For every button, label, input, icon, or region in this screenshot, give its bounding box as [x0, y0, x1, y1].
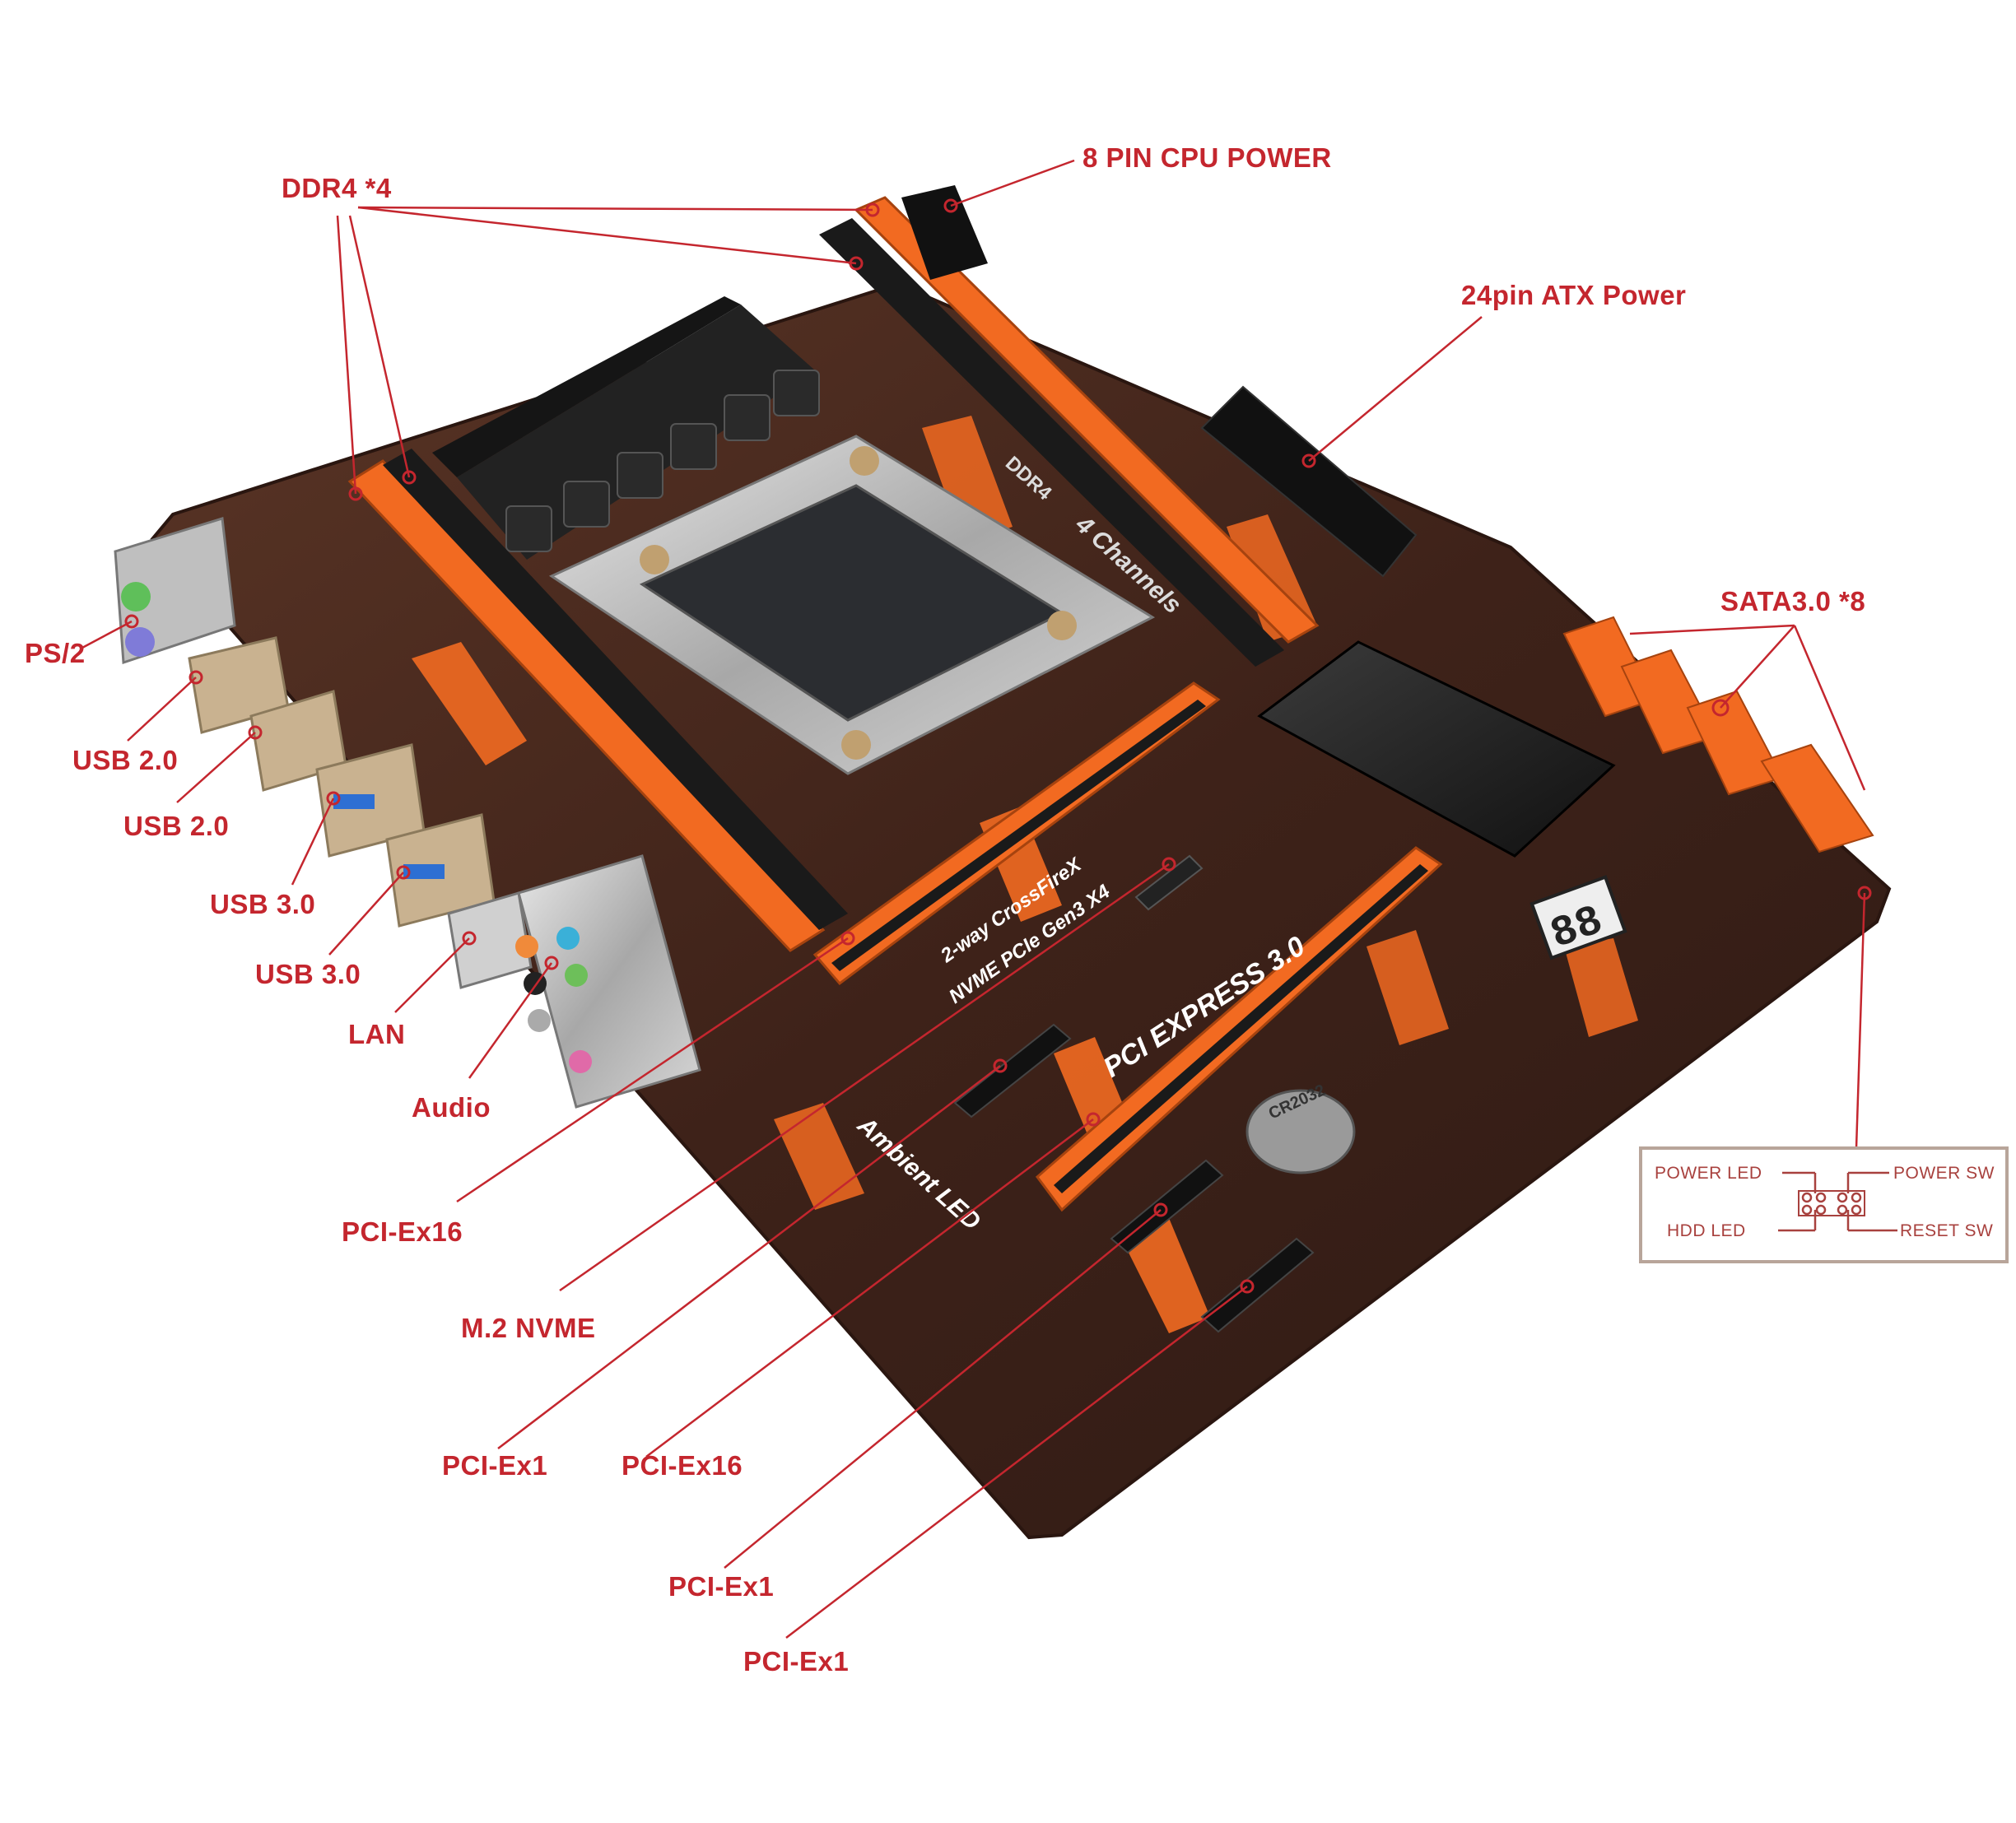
pin-label-power-sw: POWER SW	[1893, 1164, 1995, 1183]
chipset-heatsink	[1257, 640, 1616, 858]
label-pcie1-a: PCI-Ex1	[442, 1450, 548, 1481]
pcie-x16-slot-1	[812, 681, 1221, 986]
label-usb20-b: USB 2.0	[123, 811, 230, 841]
label-pcie16-b: PCI-Ex16	[622, 1450, 743, 1481]
callout-lines	[81, 159, 1866, 1639]
label-usb20-a: USB 2.0	[72, 745, 179, 775]
pin-label-power-led: POWER LED	[1655, 1164, 1762, 1183]
label-cpu-power: 8 PIN CPU POWER	[1082, 142, 1332, 173]
debug-display	[1529, 875, 1627, 960]
sata-ports	[1562, 616, 1874, 853]
vrm-chokes	[505, 370, 820, 552]
ddr4-slots-left	[347, 449, 848, 952]
pin-label-reset-sw: RESET SW	[1900, 1221, 1993, 1240]
label-pcie1-c: PCI-Ex1	[743, 1646, 850, 1677]
pin-label-hdd-led: HDD LED	[1667, 1221, 1746, 1240]
ddr4-slots-right	[819, 196, 1320, 667]
atx-power-connector	[1200, 385, 1418, 578]
pcie-x16-slot-2	[1035, 846, 1443, 1212]
cmos-battery	[1245, 1089, 1356, 1174]
rear-io	[114, 517, 701, 1109]
label-ddr4: DDR4 *4	[282, 173, 392, 203]
callout-dots	[124, 198, 1872, 1294]
label-pcie16-a: PCI-Ex16	[342, 1216, 463, 1247]
label-ps2: PS/2	[25, 638, 86, 668]
label-pcie1-b: PCI-Ex1	[668, 1571, 775, 1602]
vrm-heatsink	[432, 296, 815, 560]
front-panel-pin-diagram: POWER LED POWER SW HDD LED RESET SW	[1639, 1146, 2009, 1263]
label-usb30-a: USB 3.0	[210, 889, 316, 919]
cpu-power-connector	[901, 185, 988, 280]
cpu-socket	[548, 435, 1156, 775]
label-usb30-b: USB 3.0	[255, 959, 361, 989]
label-m2: M.2 NVME	[461, 1313, 596, 1343]
label-atx-power: 24pin ATX Power	[1461, 280, 1687, 310]
label-audio: Audio	[412, 1092, 491, 1123]
label-sata: SATA3.0 *8	[1720, 586, 1866, 616]
label-lan: LAN	[348, 1019, 406, 1049]
